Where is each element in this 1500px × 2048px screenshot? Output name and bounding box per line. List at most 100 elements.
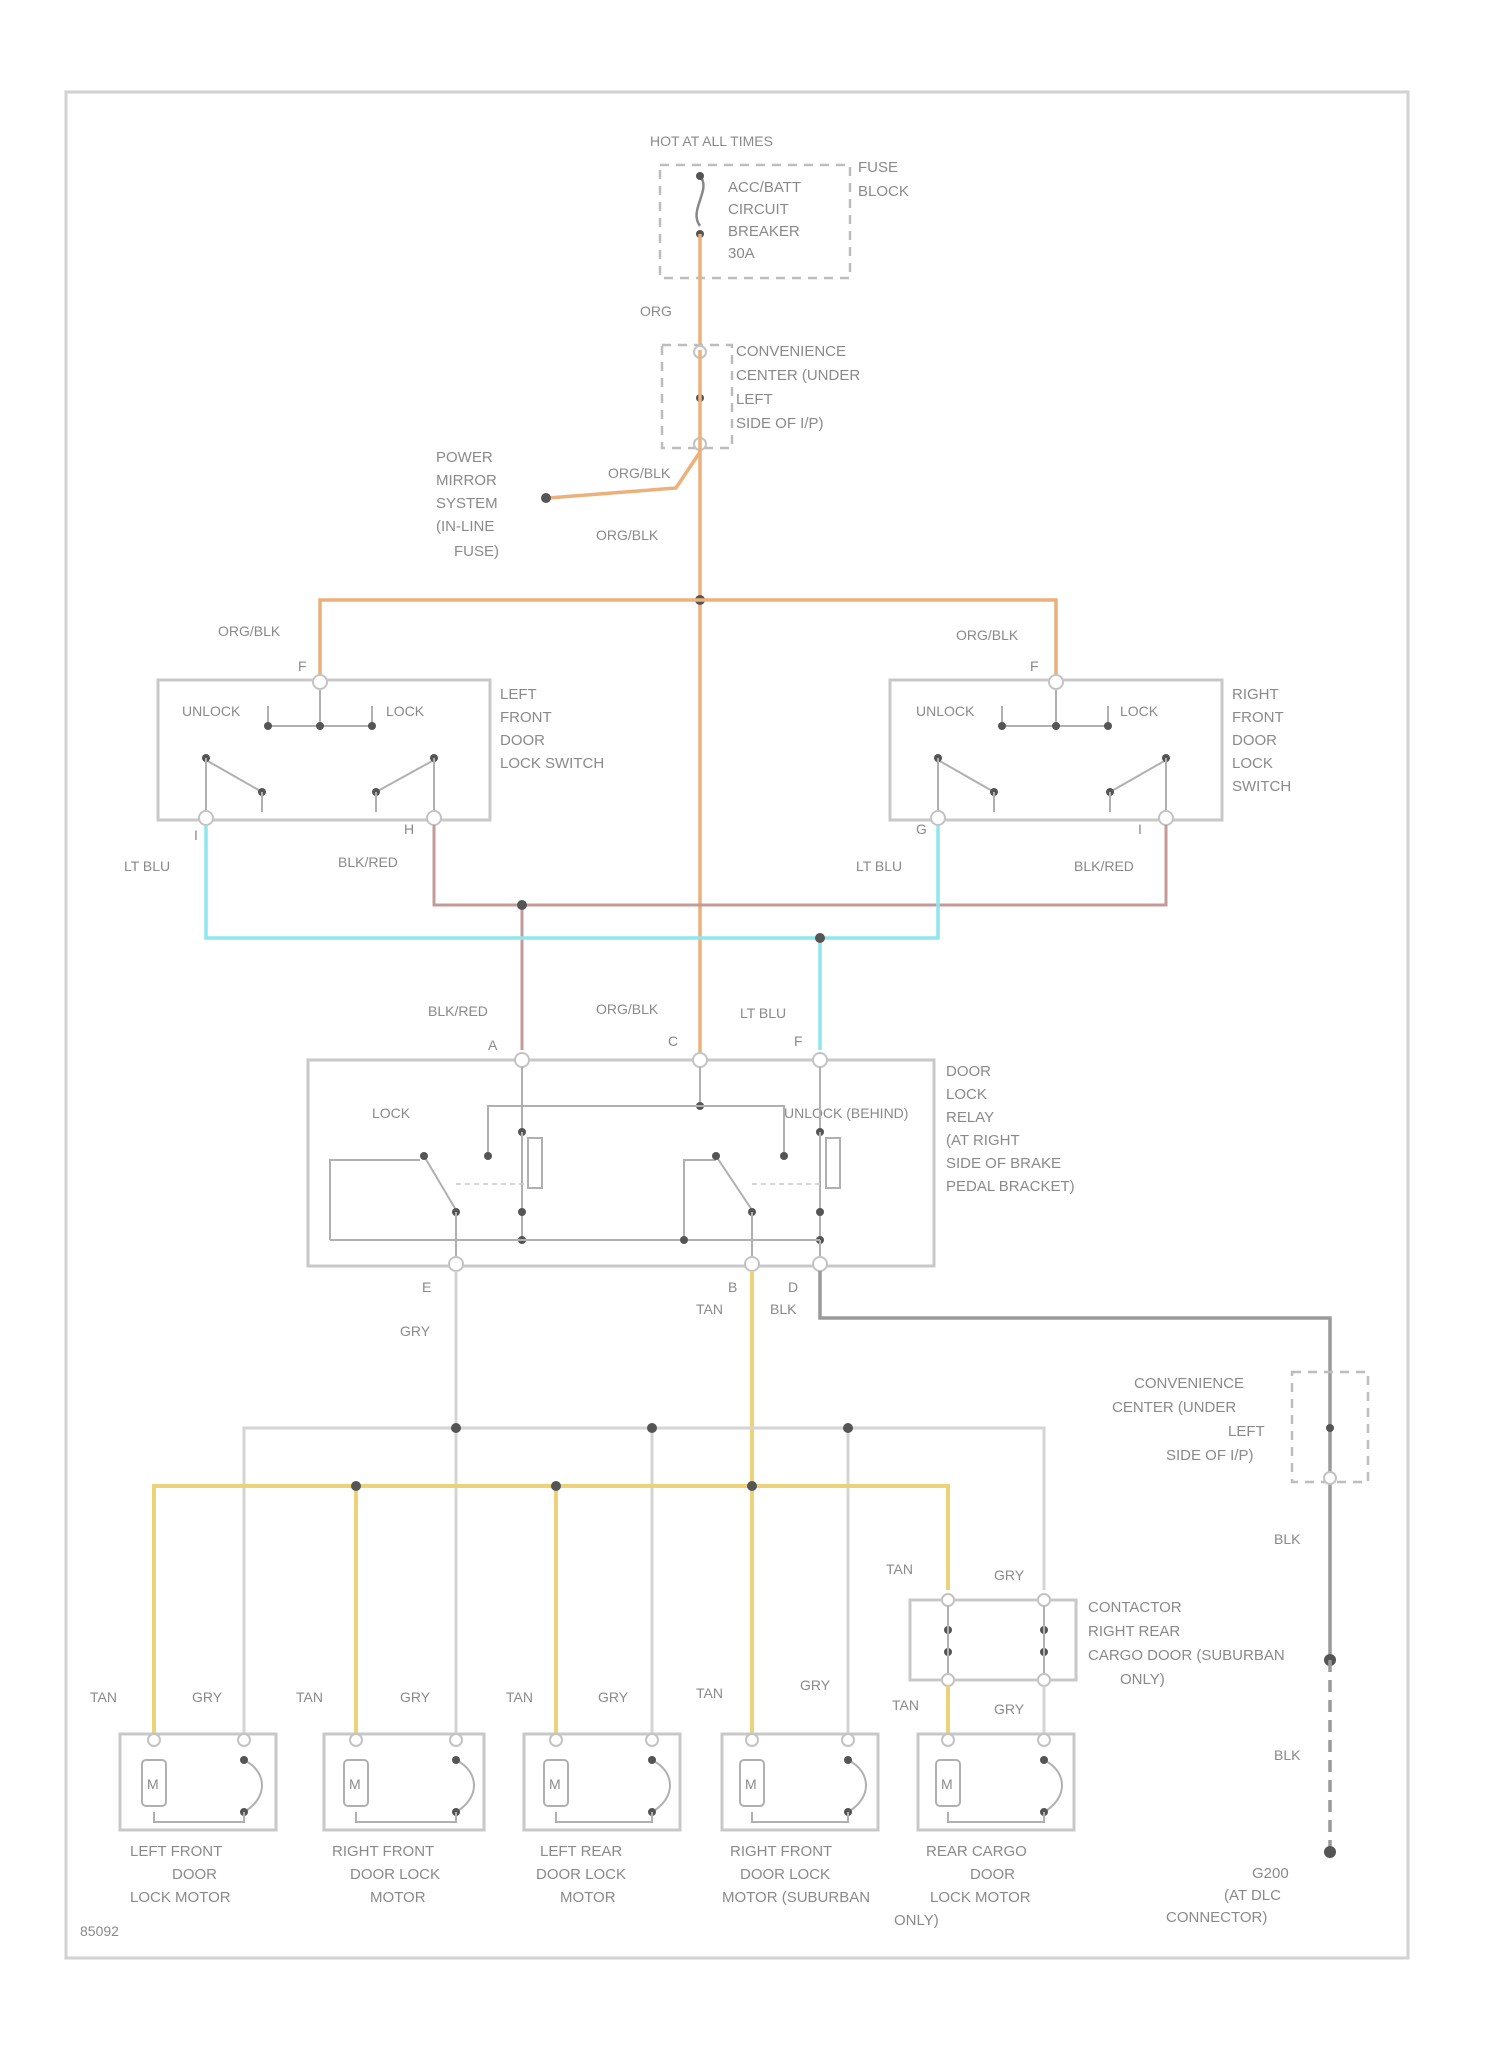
cc-bottom-terminal <box>1324 1472 1336 1484</box>
breaker-label-4: 30A <box>728 245 755 262</box>
cc-top-label-4: SIDE OF I/P) <box>736 415 824 432</box>
right-switch-internal-1 <box>1002 690 1056 726</box>
motor-1-label-3: LOCK MOTOR <box>130 1889 231 1906</box>
motor-1-winding <box>244 1760 262 1812</box>
left-front-door-lock-switch: F UNLOCK LOCK I H LEFT FRONT DOOR LOCK S… <box>158 658 604 843</box>
motor-2-label-3: MOTOR <box>370 1889 426 1906</box>
blk-ground-label-2: BLK <box>1274 1747 1301 1763</box>
gry-motor-bus <box>244 1428 1044 1742</box>
cc-top-label-1: CONVENIENCE <box>736 343 846 360</box>
relay-lock-contact-no <box>484 1152 492 1160</box>
relay-unlock-coil-mid <box>816 1208 824 1216</box>
relay-pin-b: B <box>728 1279 737 1295</box>
left-switch-label-1: LEFT <box>500 686 537 703</box>
left-switch-node-2 <box>264 722 272 730</box>
right-switch-label-3: DOOR <box>1232 732 1277 749</box>
left-switch-unlock-label: UNLOCK <box>182 703 241 719</box>
motor-left-rear: M LEFT REAR DOOR LOCK MOTOR <box>524 1734 680 1906</box>
contactor-tan-out-label: TAN <box>892 1697 919 1713</box>
relay-terminal-f <box>813 1053 827 1067</box>
tan-splice-3 <box>747 1481 757 1491</box>
motor-5-terminal-gry <box>1038 1734 1050 1746</box>
right-switch-node-3 <box>1104 722 1112 730</box>
cc-top-label-2: CENTER (UNDER <box>736 367 860 384</box>
org-wire-label: ORG <box>640 303 672 319</box>
motor-4-internal <box>752 1812 848 1822</box>
power-mirror-label-2: MIRROR <box>436 472 497 489</box>
motor-3-terminal-tan <box>550 1734 562 1746</box>
relay-unlock-contact-no <box>780 1152 788 1160</box>
left-switch-label-2: FRONT <box>500 709 552 726</box>
breaker-label-2: CIRCUIT <box>728 201 789 218</box>
motor-4-m: M <box>745 1776 757 1792</box>
ground-label-2: (AT DLC <box>1224 1887 1281 1904</box>
left-switch-blade-2 <box>376 760 434 792</box>
motor-2-terminal-gry <box>450 1734 462 1746</box>
motor-1-gry-label: GRY <box>192 1689 223 1705</box>
relay-lock-coil-mid <box>518 1208 526 1216</box>
org-blk-mirror-label: ORG/BLK <box>608 465 671 481</box>
relay-pin-d: D <box>788 1279 798 1295</box>
breaker-label-3: BREAKER <box>728 223 800 240</box>
motor-3-terminal-gry <box>646 1734 658 1746</box>
motor-2-node-1 <box>452 1756 460 1764</box>
blk-red-left-label: BLK/RED <box>338 854 398 870</box>
motor-5-terminal-tan <box>942 1734 954 1746</box>
motor-3-m: M <box>549 1776 561 1792</box>
cc-bottom-label-3: LEFT <box>1228 1423 1265 1440</box>
right-switch-pin-g: G <box>916 821 927 837</box>
left-switch-internal-1 <box>268 690 320 726</box>
contactor-box <box>910 1600 1076 1680</box>
blk-relay-label: BLK <box>770 1301 797 1317</box>
circuit-breaker-symbol <box>697 176 704 226</box>
fuse-block-label-1: FUSE <box>858 159 898 176</box>
ground-g200-dot <box>1324 1846 1336 1858</box>
motor-5-label-2: DOOR <box>970 1866 1015 1883</box>
cc-bottom-node <box>1326 1424 1334 1432</box>
ground-label-3: CONNECTOR) <box>1166 1909 1267 1926</box>
motor-4-tan-label: TAN <box>696 1685 723 1701</box>
motor-5-m: M <box>941 1776 953 1792</box>
motor-4-gry-label: GRY <box>800 1677 831 1693</box>
motor-3-internal <box>556 1812 652 1822</box>
relay-terminal-c <box>693 1053 707 1067</box>
right-switch-blade-2 <box>1110 760 1166 792</box>
motor-1-label-2: DOOR <box>172 1866 217 1883</box>
right-switch-internal-2 <box>1056 706 1108 726</box>
relay-label-1: DOOR <box>946 1063 991 1080</box>
contactor-terminal-gry-out <box>1038 1674 1050 1686</box>
motor-right-front: M RIGHT FRONT DOOR LOCK MOTOR <box>324 1734 484 1906</box>
motor-3-gry-label: GRY <box>598 1689 629 1705</box>
org-blk-relay-label: ORG/BLK <box>596 1001 659 1017</box>
contactor-terminal-tan-in <box>942 1594 954 1606</box>
ground-label-1: G200 <box>1252 1865 1289 1882</box>
motor-2-label-1: RIGHT FRONT <box>332 1843 434 1860</box>
relay-unlock-coil <box>826 1138 840 1188</box>
tan-splice-1 <box>351 1481 361 1491</box>
motor-1-terminal-gry <box>238 1734 250 1746</box>
left-switch-label-4: LOCK SWITCH <box>500 755 604 772</box>
breaker-node-top <box>696 172 704 180</box>
relay-unlock-contact-nc <box>712 1152 720 1160</box>
relay-label-2: LOCK <box>946 1086 987 1103</box>
right-front-door-lock-switch: F UNLOCK LOCK G I RIGHT FRONT DOOR LOCK … <box>890 658 1291 837</box>
motor-2-m: M <box>349 1776 361 1792</box>
motor-1-terminal-tan <box>148 1734 160 1746</box>
blk-red-right-label: BLK/RED <box>1074 858 1134 874</box>
motor-4-label-3: MOTOR (SUBURBAN <box>722 1889 870 1906</box>
motor-1-internal <box>154 1812 244 1822</box>
left-switch-node-3 <box>368 722 376 730</box>
lt-blu-relay-label: LT BLU <box>740 1005 786 1021</box>
motor-1-label-1: LEFT FRONT <box>130 1843 222 1860</box>
right-switch-label-5: SWITCH <box>1232 778 1291 795</box>
cc-top-label-3: LEFT <box>736 391 773 408</box>
blk-red-relay-label: BLK/RED <box>428 1003 488 1019</box>
motor-5-node-1 <box>1040 1756 1048 1764</box>
motor-1-tan-label: TAN <box>90 1689 117 1705</box>
left-switch-terminal-f <box>313 675 327 689</box>
contactor-label-1: CONTACTOR <box>1088 1599 1182 1616</box>
right-switch-terminal-i <box>1159 811 1173 825</box>
ground-g200-label: G200 (AT DLC CONNECTOR) <box>1166 1865 1289 1926</box>
motor-right-front-suburban: M RIGHT FRONT DOOR LOCK MOTOR (SUBURBAN … <box>722 1734 939 1929</box>
